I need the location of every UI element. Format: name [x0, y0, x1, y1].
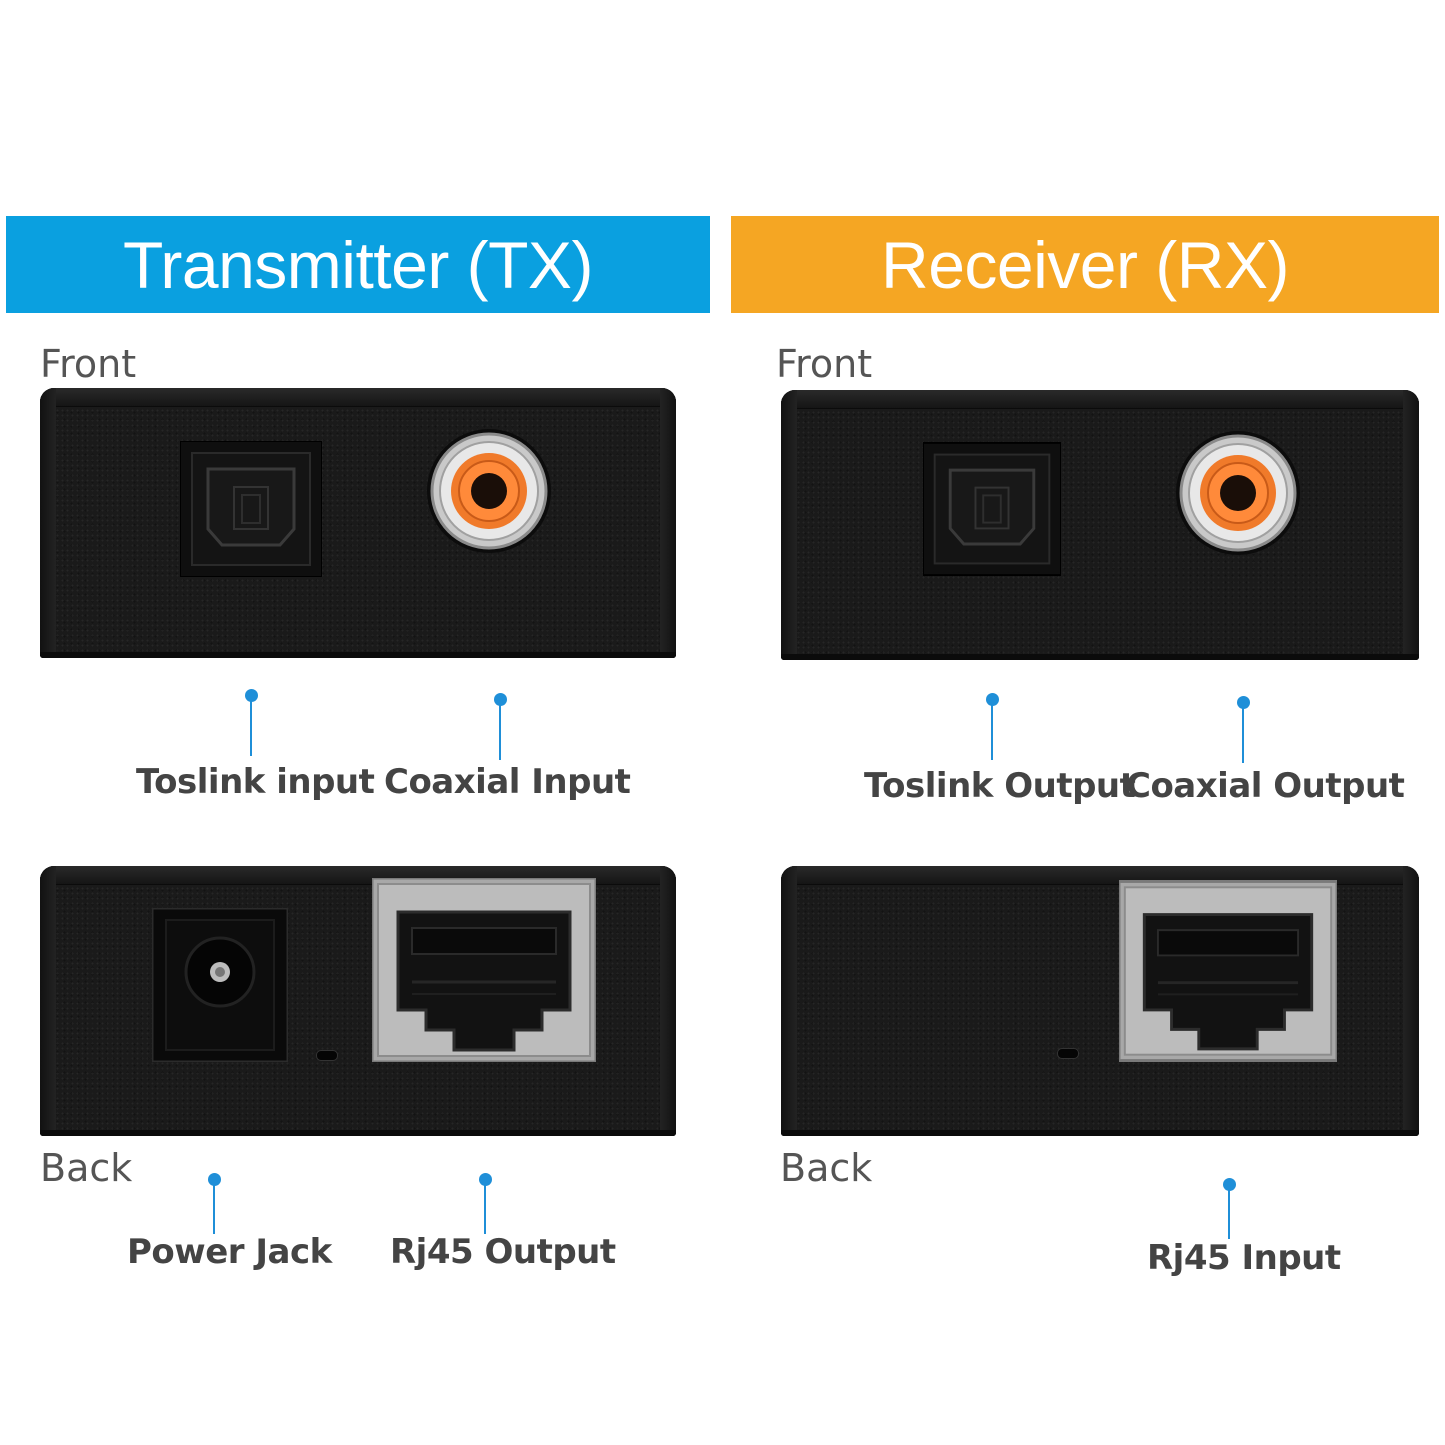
rj45-port-icon [1119, 880, 1337, 1062]
rx-front-label: Front [776, 342, 873, 386]
coaxial-rca-icon [1176, 431, 1300, 555]
rx-back-panel [781, 866, 1419, 1136]
receiver-banner: Receiver (RX) [731, 216, 1439, 313]
panel-edge [781, 866, 797, 1136]
panel-edge [40, 866, 56, 1136]
toslink-port-icon [923, 442, 1061, 576]
panel-lip [781, 390, 1419, 409]
power-jack-icon [152, 908, 288, 1062]
callout-dot [1223, 1178, 1236, 1191]
status-led [1057, 1048, 1079, 1059]
callout-dot [479, 1173, 492, 1186]
panel-edge [781, 390, 797, 660]
callout-line [484, 1182, 486, 1234]
callout-dot [245, 689, 258, 702]
panel-edge [1403, 866, 1419, 1136]
callout-line [213, 1182, 215, 1234]
panel-edge [40, 388, 56, 658]
rx-rj45-label: Rj45 Input [1147, 1238, 1341, 1278]
callout-line [991, 702, 993, 760]
callout-line [1228, 1187, 1230, 1239]
rx-toslink-label: Toslink Output [864, 766, 1136, 806]
rx-back-label: Back [780, 1146, 873, 1190]
callout-dot [986, 693, 999, 706]
receiver-title: Receiver (RX) [881, 227, 1289, 302]
callout-line [250, 698, 252, 756]
callout-dot [1237, 696, 1250, 709]
panel-edge [1403, 390, 1419, 660]
transmitter-title: Transmitter (TX) [123, 227, 593, 302]
status-led [316, 1050, 338, 1061]
callout-line [499, 702, 501, 760]
transmitter-banner: Transmitter (TX) [6, 216, 710, 313]
panel-edge [660, 388, 676, 658]
tx-back-label: Back [40, 1146, 133, 1190]
panel-base [40, 1130, 676, 1136]
toslink-port-icon [180, 441, 322, 577]
callout-dot [208, 1173, 221, 1186]
rx-front-panel [781, 390, 1419, 660]
coaxial-rca-icon [427, 429, 551, 553]
panel-lip [40, 388, 676, 407]
panel-base [40, 652, 676, 658]
tx-front-label: Front [40, 342, 137, 386]
tx-rj45-label: Rj45 Output [390, 1232, 616, 1272]
panel-base [781, 654, 1419, 660]
rj45-port-icon [372, 878, 596, 1062]
callout-line [1242, 705, 1244, 763]
tx-coaxial-label: Coaxial Input [384, 762, 631, 802]
tx-toslink-label: Toslink input [136, 762, 375, 802]
rx-coaxial-label: Coaxial Output [1126, 766, 1405, 806]
tx-power-jack-label: Power Jack [127, 1232, 332, 1272]
tx-back-panel [40, 866, 676, 1136]
callout-dot [494, 693, 507, 706]
panel-edge [660, 866, 676, 1136]
tx-front-panel [40, 388, 676, 658]
panel-base [781, 1130, 1419, 1136]
